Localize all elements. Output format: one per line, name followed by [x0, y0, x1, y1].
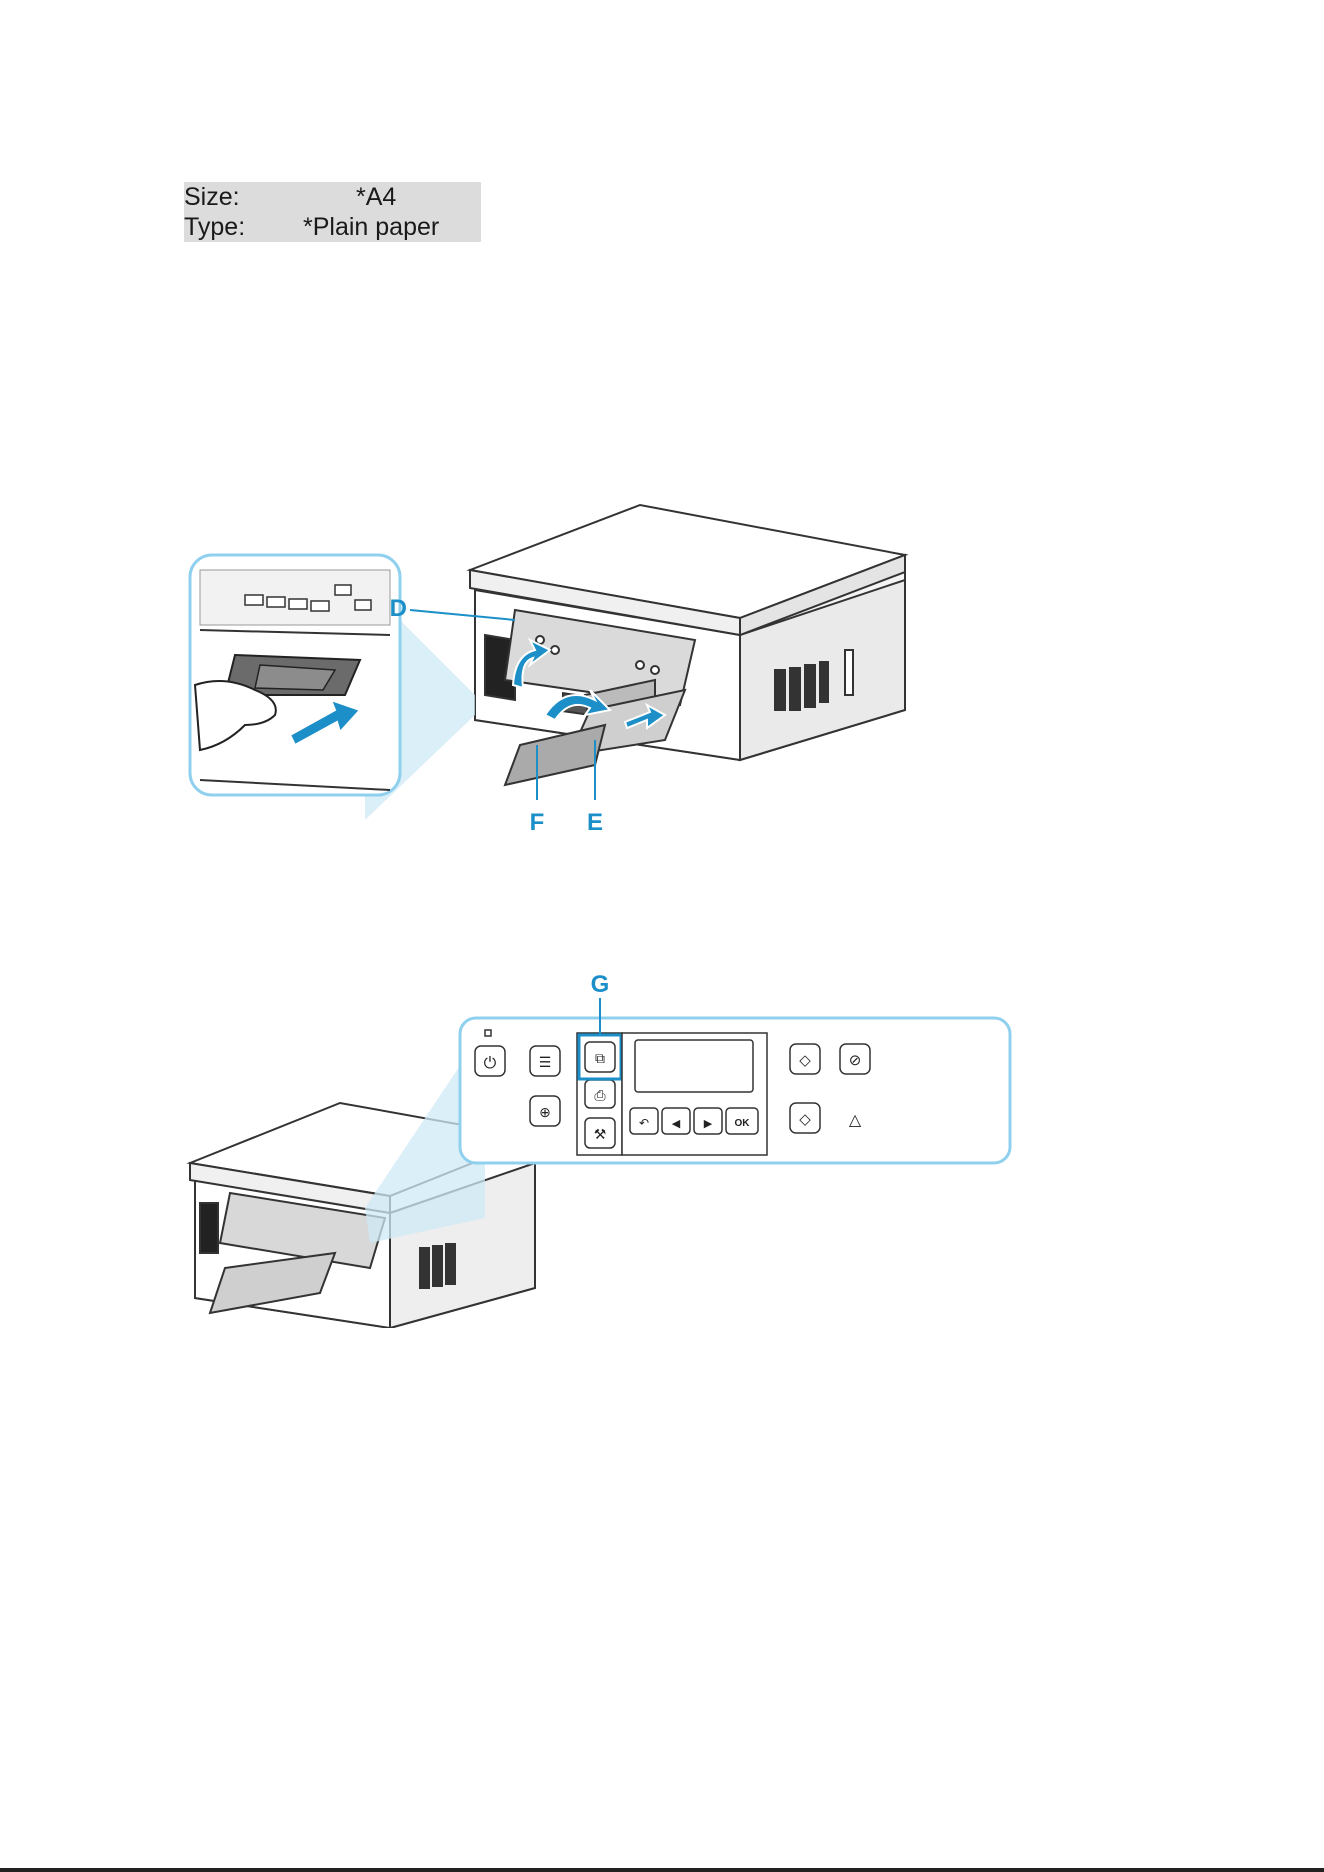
svg-text:⧉: ⧉ [595, 1050, 605, 1066]
zoom-inset [190, 555, 475, 820]
svg-text:◀: ◀ [672, 1118, 681, 1130]
lcd-size-label: Size: [184, 182, 240, 212]
lcd-type-label: Type: [184, 212, 245, 242]
page-bottom-rule [0, 1868, 1324, 1872]
ok-button-label: OK [735, 1118, 751, 1129]
svg-text:⚒: ⚒ [594, 1126, 607, 1142]
svg-text:↶: ↶ [639, 1116, 649, 1130]
lcd-size-value: *A4 [356, 182, 396, 212]
panel-lcd [635, 1040, 753, 1092]
printer-output-tray-illustration: D F E [185, 500, 945, 890]
callout-d: D [390, 595, 407, 622]
lcd-screen: Size: *A4 Type: *Plain paper [184, 182, 481, 242]
panel-zoom: ⏻ ☰ ⊕ ⧉ ⎙ ⚒ ↶ ◀ ▶ OK [460, 998, 1010, 1163]
callout-e: E [587, 809, 603, 836]
svg-text:▶: ▶ [704, 1118, 713, 1130]
lcd-row-type: Type: *Plain paper [184, 212, 481, 242]
svg-text:☰: ☰ [539, 1054, 552, 1070]
svg-text:⏻: ⏻ [484, 1055, 497, 1072]
svg-text:◇: ◇ [799, 1052, 811, 1069]
callout-f: F [530, 809, 545, 836]
svg-text:⎙: ⎙ [594, 1087, 605, 1103]
svg-text:⊘: ⊘ [849, 1052, 862, 1069]
callout-g: G [591, 971, 610, 998]
alarm-icon: △ [849, 1112, 862, 1129]
operation-panel-illustration: ⏻ ☰ ⊕ ⧉ ⎙ ⚒ ↶ ◀ ▶ OK [185, 968, 1015, 1328]
svg-text:⊕: ⊕ [539, 1104, 551, 1120]
lcd-row-size: Size: *A4 [184, 182, 481, 212]
svg-text:◇: ◇ [799, 1111, 811, 1128]
lcd-type-value: *Plain paper [303, 212, 439, 242]
